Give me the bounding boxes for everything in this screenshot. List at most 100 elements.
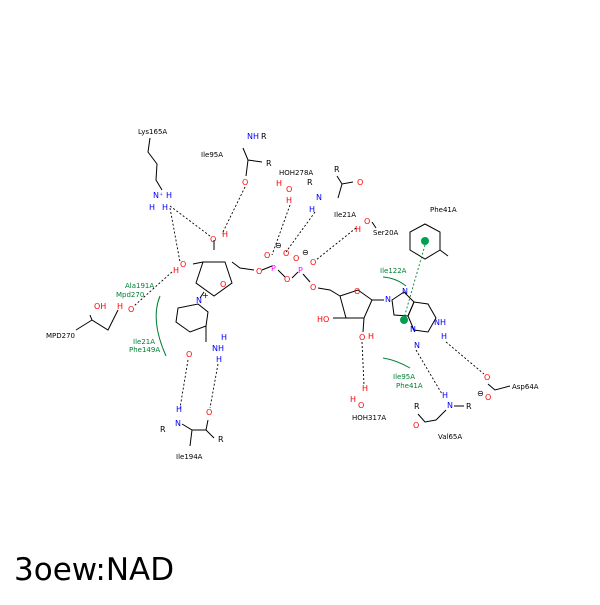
- ile95a-top-label: Ile95A: [201, 151, 223, 159]
- lys-h1: H: [166, 191, 172, 200]
- lys-h3: H: [162, 203, 168, 212]
- ile95-co: [245, 159, 249, 177]
- ile122a-label: Ile122A: [380, 267, 407, 275]
- hoh317-o: O: [358, 401, 364, 410]
- hoh278-h2: H: [286, 196, 292, 205]
- ile21a-top-residue: R R O N H Ile21A: [307, 165, 363, 219]
- hbond-nic-o-ile194: [179, 359, 189, 409]
- hydrophobic-contacts: Ile21A Phe149A Ile122A Ile95A Phe41A: [129, 244, 426, 390]
- adenine-n1: N: [414, 341, 420, 350]
- nic-amide-nh: NH: [212, 344, 224, 353]
- p1-bond-a: [261, 265, 273, 271]
- asp64-o1: O: [484, 373, 490, 382]
- ribose-o3: O: [210, 235, 216, 244]
- hoh317-h1: H: [362, 384, 368, 393]
- hbond-nh-asp64: [445, 341, 485, 375]
- adenine-nh: NH: [434, 318, 446, 327]
- ile21a-top-label: Ile21A: [334, 211, 356, 219]
- mpd-bond: [75, 319, 93, 331]
- ribose-oh-right: HO: [317, 315, 329, 324]
- mpd-chain: [89, 309, 119, 331]
- p2-o5: [302, 273, 311, 283]
- ribose-o-right: O: [354, 287, 360, 296]
- hoh278-o: O: [286, 185, 292, 194]
- p1-charge: ⊖: [275, 241, 282, 250]
- ser20a-label: Ser20A: [373, 229, 399, 237]
- ile194-bonds: [181, 423, 215, 439]
- nicotinamide-ribose: O O H O H O: [173, 230, 262, 297]
- ile194-co: [205, 419, 209, 431]
- p1-o-right: O: [283, 249, 289, 258]
- phe41a-green-label: Phe41A: [396, 382, 423, 390]
- hbond-lys-o2: [169, 207, 181, 263]
- ile21-h: H: [309, 205, 315, 214]
- page-title: 3oew:NAD: [14, 552, 175, 588]
- hyd-arc-ile122: [382, 276, 407, 287]
- val65-r2: R: [414, 402, 420, 411]
- nic-amide-h1: H: [221, 333, 227, 342]
- nic-amide-o: O: [186, 350, 192, 359]
- ile21-n: N: [316, 193, 322, 202]
- hbond-ser20-p: [315, 227, 357, 261]
- ile21-r1: R: [334, 165, 340, 174]
- ile95-r2: R: [266, 159, 272, 168]
- p2-atom: P: [298, 266, 303, 275]
- hoh278a-water: HOH278A H O H: [276, 169, 313, 205]
- ile194a-residue: H N R O R Ile194A: [160, 405, 224, 461]
- ile194a-label: Ile194A: [176, 453, 203, 461]
- ribose-o3-h: H: [222, 230, 228, 239]
- ile95-o: O: [242, 178, 248, 187]
- val65-r1: R: [466, 402, 472, 411]
- ribose-o5: O: [256, 267, 262, 276]
- hoh317a-label: HOH317A: [352, 414, 386, 422]
- mpd-o: O: [128, 305, 134, 314]
- asp64a-residue: O O ⊖ Asp64A: [477, 373, 539, 402]
- adenosine-ribose: O HO O H: [317, 287, 384, 342]
- ala191a-label: Ala191A: [125, 282, 154, 290]
- adenine: N N N N NH H: [385, 287, 447, 350]
- hbond-hoh278-p: [271, 204, 291, 256]
- p2-o-top: O: [293, 254, 299, 263]
- p2-o-right: O: [310, 258, 316, 267]
- diphosphate: P O O ⊖ O P O O ⊖ O: [261, 241, 316, 292]
- adenine-n7: N: [402, 287, 408, 296]
- p1-o-top: O: [264, 251, 270, 260]
- val65-o: O: [413, 421, 419, 430]
- ribose-o2-right: O: [359, 333, 365, 342]
- mpd270-small-label: Mpd270: [116, 291, 144, 299]
- mpd270-ligand: Ala191A Mpd270 OH O H MPD270: [46, 282, 154, 340]
- ile194-r1: R: [160, 425, 166, 434]
- ile21-co: [336, 175, 354, 185]
- ribose-c5: [231, 261, 255, 271]
- val65-bonds: [417, 409, 447, 423]
- hoh317a-water: H O H HOH317A: [350, 384, 386, 422]
- val65a-label: Val65A: [438, 433, 462, 441]
- pi-stack-line: [403, 244, 426, 319]
- ser20-o: O: [364, 217, 370, 226]
- ile21-ca: [337, 183, 343, 199]
- asp64-charge: ⊖: [477, 389, 484, 398]
- hyd-arc-left: [155, 295, 167, 357]
- ser20-h: H: [355, 225, 361, 234]
- phe41a-top-label: Phe41A: [430, 206, 457, 214]
- ile194-side: [189, 429, 193, 447]
- hbond-nic-n-ile194: [209, 363, 219, 409]
- hydrogen-bonds: [133, 186, 485, 409]
- ile194-r2: R: [218, 435, 224, 444]
- ribose-o2: O: [180, 260, 186, 269]
- nic-ring: [175, 303, 209, 333]
- ile95-nh: NH: [247, 132, 259, 141]
- hbond-mpd: [133, 271, 173, 307]
- ser20-bond: [371, 221, 377, 229]
- ile194-n: N: [175, 419, 181, 428]
- asp64-bonds: [487, 383, 511, 391]
- adenine-n3: N: [410, 325, 416, 334]
- hbond-ile21-p: [285, 211, 316, 253]
- ribose-ring-right: [339, 289, 373, 319]
- mpd270-label: MPD270: [46, 332, 75, 340]
- val65-h: H: [442, 391, 448, 400]
- ribose-o2-h-right: H: [368, 332, 374, 341]
- nic-glycosidic: [199, 291, 205, 299]
